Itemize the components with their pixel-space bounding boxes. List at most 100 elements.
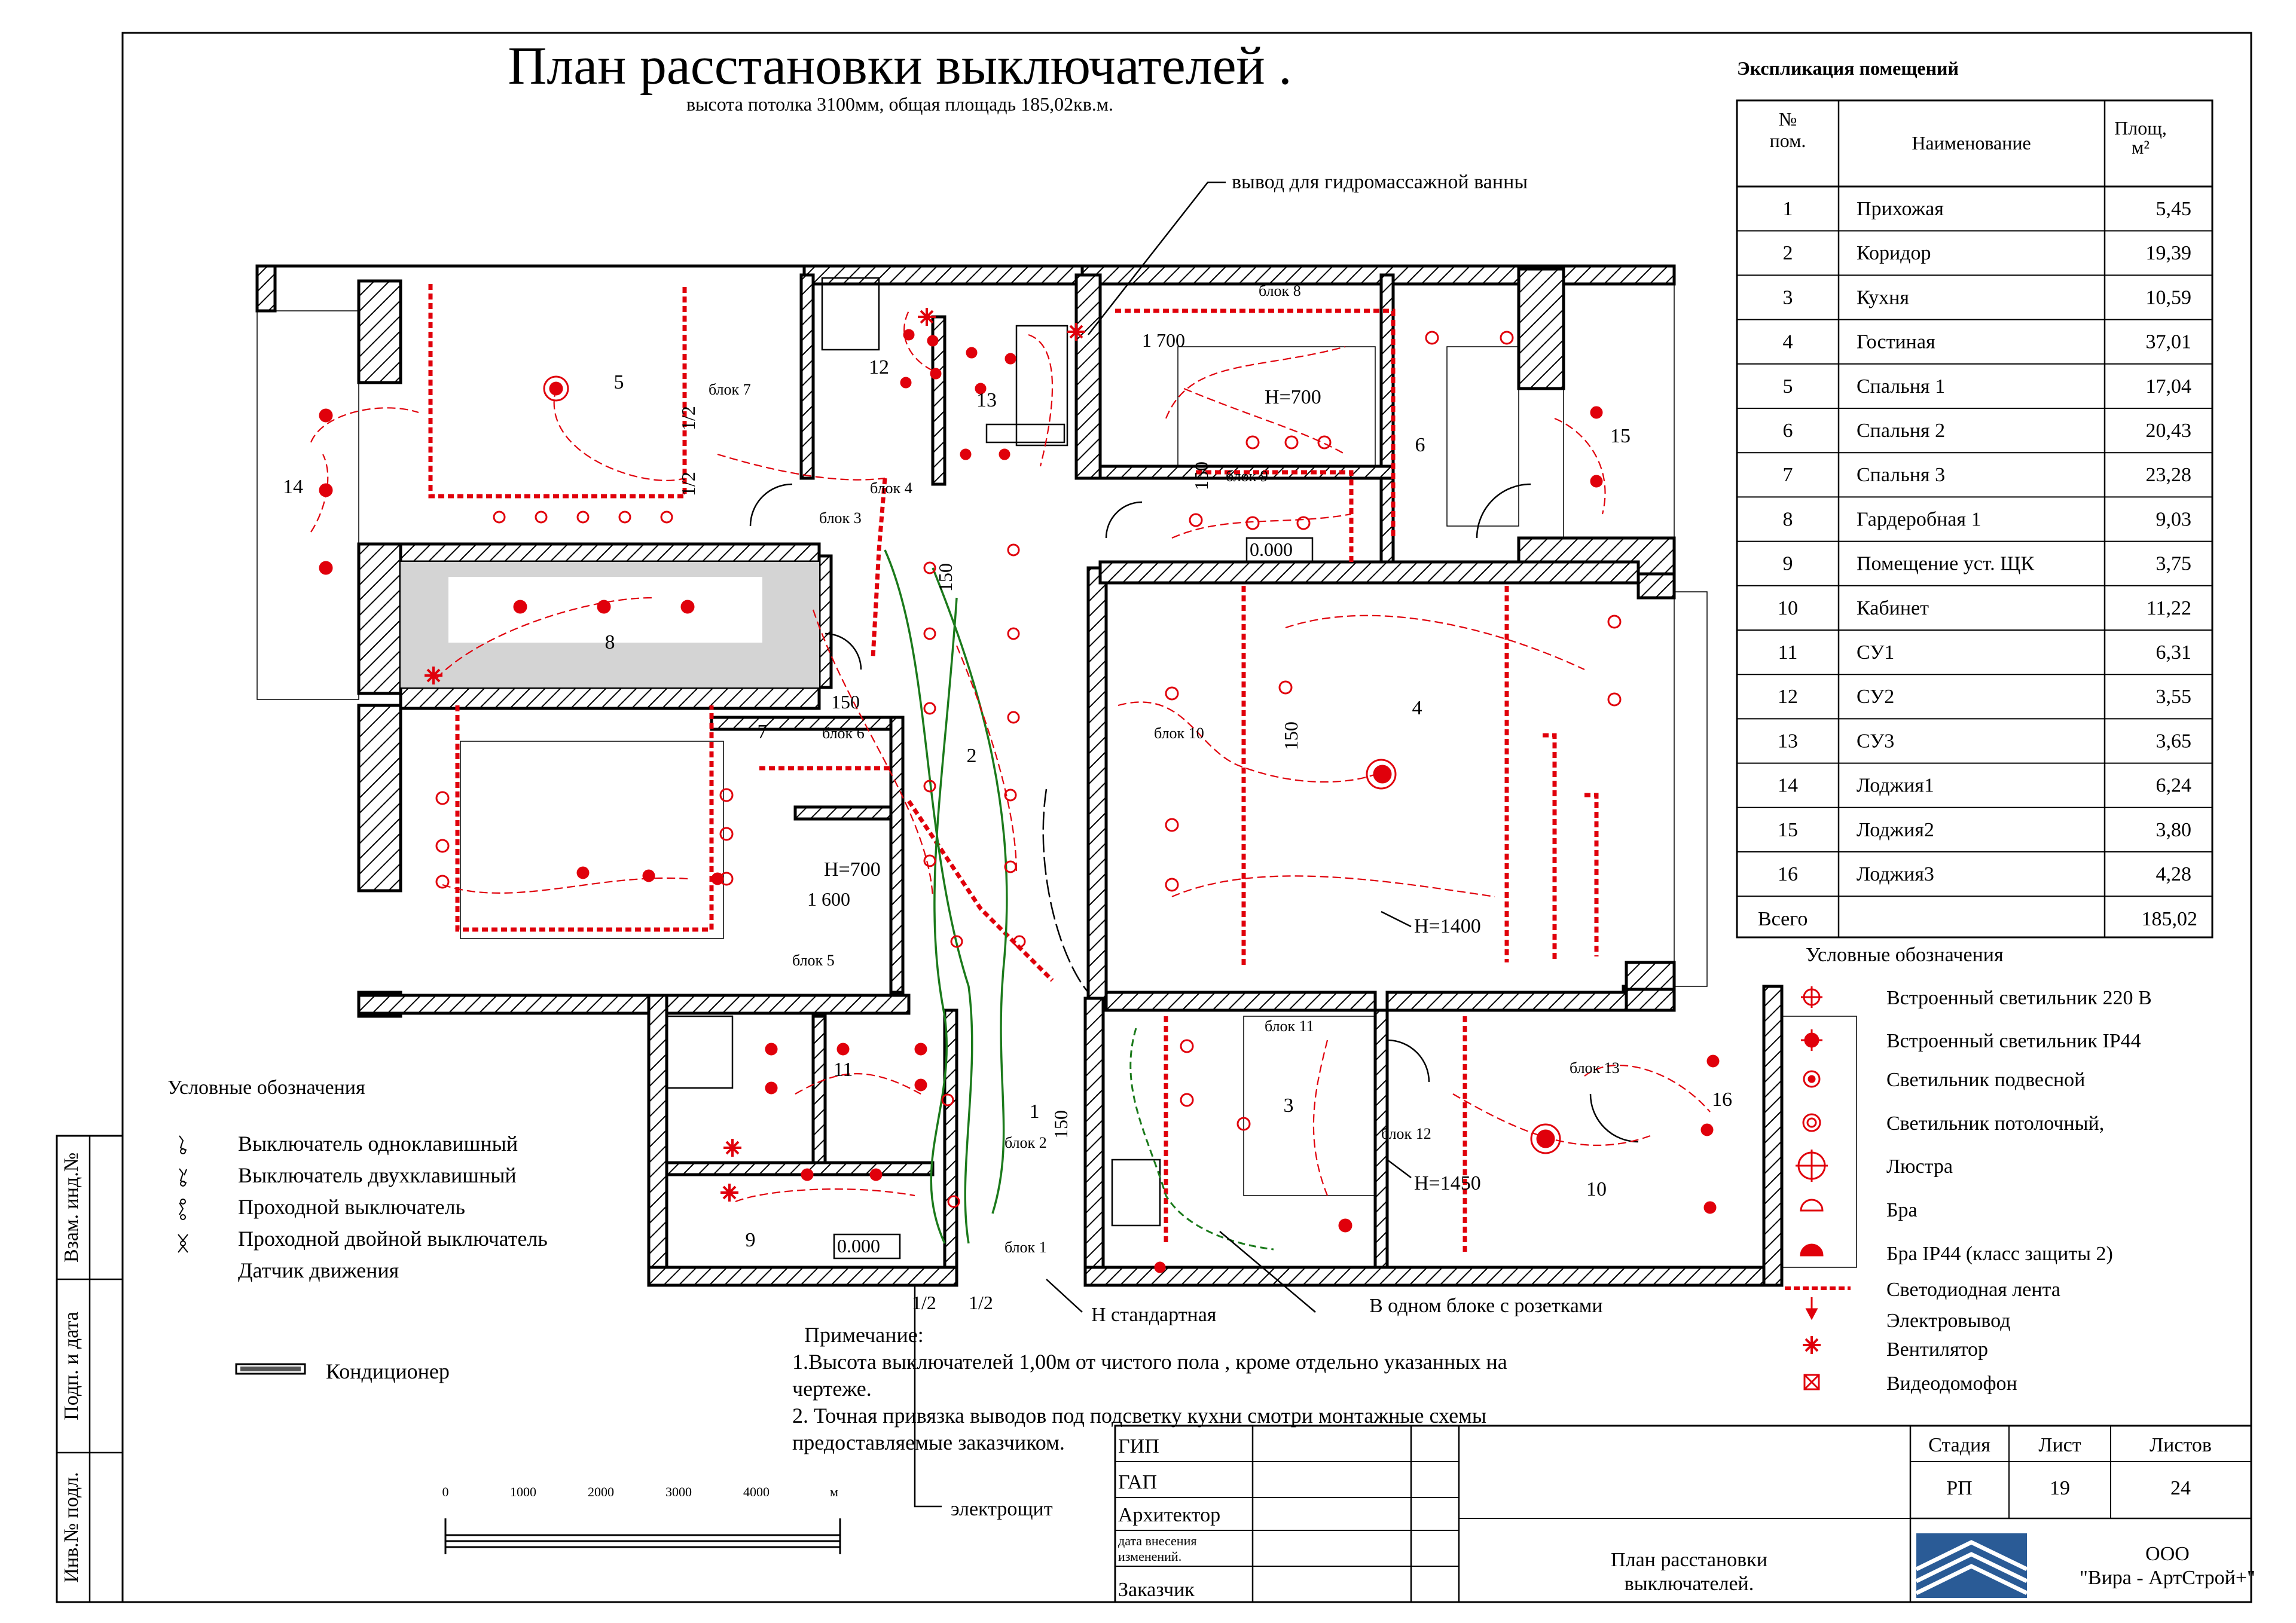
stamp-role-gip: ГИП [1118,1435,1159,1457]
legend-right-item: Бра [1886,1199,1918,1221]
scale-tick-label: 4000 [743,1484,770,1499]
block-label-1: блок 1 [1004,1239,1047,1256]
title-block: ГИП ГАП Архитектор Заказчик дата внесени… [1114,1425,2255,1603]
scale-tick-label: 3000 [665,1484,692,1499]
explication-cell-area: 10,59 [2146,286,2192,308]
legend-right-item: Светильник подвесной [1886,1069,2085,1091]
legend-right: Условные обозначения Встроенный светильн… [1785,944,2152,1395]
explication-cell-no: 6 [1783,420,1793,442]
stamp-stage: РП [1946,1477,1972,1499]
room-numbers: 1 2 3 4 5 6 7 8 9 10 11 12 13 14 15 16 [283,356,1732,1251]
height-label: H=700 [1265,386,1321,408]
callout-hydro: вывод для гидромассажной ванны [1232,171,1528,193]
dimension-labels: 1 700 1 600 150 150 150 150 1/2 1/2 1/2 … [677,329,1302,1313]
floor-plan: 1 2 3 4 5 6 7 8 9 10 11 12 13 14 15 16 б… [255,181,1857,1508]
legend-right-item: Бра IP44 (класс защиты 2) [1886,1243,2113,1265]
room-number-10: 10 [1586,1178,1607,1200]
notes-line: 1.Высота выключателей 1,00м от чистого п… [792,1350,1507,1374]
explication-cell-no: 13 [1778,730,1798,752]
legend-left: Условные обозначения Выключатель однокла… [167,1077,548,1383]
explication-cell-no: 10 [1778,597,1798,619]
dimension: 1 700 [1142,329,1185,351]
explication-cell-name: Гардеробная 1 [1857,508,1981,530]
explication-cell-no: 7 [1783,464,1793,486]
room-number-13: 13 [976,389,997,411]
explication-cell-area: 9,03 [2156,508,2192,530]
stamp-role-customer: Заказчик [1118,1579,1195,1601]
explication-cell-name: Прихожая [1857,198,1944,220]
stamp-role-gap: ГАП [1118,1471,1157,1493]
explication-cell-no: 1 [1783,198,1793,220]
legend-left-item: Проходной двойной выключатель [238,1227,548,1251]
explication-cell-name: Кабинет [1857,597,1929,619]
explication-cell-area: 37,01 [2146,331,2192,353]
explication-cell-name: Спальня 1 [1857,375,1945,398]
explication-cell-no: 3 [1783,286,1793,308]
notes-line: 2. Точная привязка выводов под подсветку… [792,1404,1486,1428]
side-stamp-label: Инв.№ подл. [60,1472,83,1582]
block-label-6: блок 6 [822,725,865,742]
room-number-14: 14 [283,476,303,498]
room-number-11: 11 [833,1059,853,1081]
explication-cell-name: СУ1 [1857,641,1894,664]
dimension: 1/2 [677,472,699,496]
dimension: 150 [1050,1110,1071,1139]
legend-right-item: Электровывод [1886,1310,2010,1332]
explication-heading: Экспликация помещений [1737,57,1959,79]
explication-cell-no: 14 [1778,775,1798,797]
room-number-16: 16 [1712,1089,1732,1111]
explication-cell-no: 12 [1778,686,1798,708]
explication-cell-area: 3,80 [2156,819,2192,841]
side-stamp-label: Взам. инд.№ [60,1153,83,1263]
height-label: H=700 [824,858,881,881]
dimension: 1/2 [912,1292,936,1313]
explication-col-area: Площ,м² [2114,117,2167,158]
legend-left-item: Датчик движения [238,1258,399,1282]
stamp-stage-label: Стадия [1928,1434,1990,1456]
block-label-13: блок 13 [1570,1059,1620,1077]
callout-panel: электрощит [951,1498,1053,1520]
stamp-company-1: ООО [2145,1543,2190,1565]
notes-heading: Примечание: [804,1323,924,1347]
legend-left-item: Выключатель одноклавишный [238,1132,518,1156]
explication-cell-area: 17,04 [2146,375,2192,398]
side-stamp: Взам. инд.№ Подп. и дата Инв.№ подл. [56,1135,124,1603]
page-title: План расстановки выключателей . [508,36,1292,96]
legend-right-item: Светильник потолочный, [1886,1112,2104,1135]
legend-right-heading: Условные обозначения [1806,944,2004,966]
legend-right-item: Люстра [1886,1156,1953,1178]
stamp-sheet: 19 [2050,1477,2070,1499]
explication-cell-name: Спальня 3 [1857,464,1945,486]
explication-cell-area: 11,22 [2147,597,2191,619]
explication-cell-no: 2 [1783,242,1793,264]
stamp-sheets-label: Листов [2150,1434,2212,1456]
room-number-9: 9 [746,1229,756,1251]
scale-tick-label: 0 [442,1484,449,1499]
room-number-7: 7 [758,721,768,743]
explication-total-value: 185,02 [2142,908,2198,930]
light-fixtures [319,308,1720,1273]
legend-right-item: Вентилятор [1886,1338,1988,1361]
scale-tick-label: 2000 [588,1484,614,1499]
explication-total-label: Всего [1758,908,1808,930]
explication-cell-area: 3,75 [2156,553,2192,575]
legend-right-item: Встроенный светильник IP44 [1886,1030,2141,1052]
dimension: 150 [935,563,956,592]
stamp-company-2: "Вира - АртСтрой+" [2080,1567,2255,1589]
block-label-10: блок 10 [1154,725,1204,742]
explication-cell-name: Коридор [1857,242,1931,264]
stamp-sheet-title-2: выключателей. [1625,1573,1754,1595]
explication-cell-no: 15 [1778,819,1798,841]
wiring [310,310,1711,1203]
